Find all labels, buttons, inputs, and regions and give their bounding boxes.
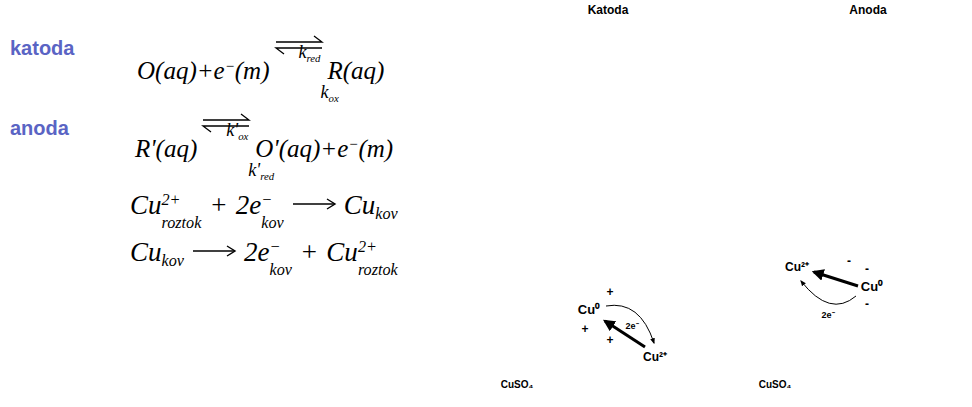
- formula-term: k: [321, 82, 329, 102]
- script-stack: kov: [162, 253, 184, 269]
- equation: R'(aq)k'oxk'redO'(aq)+e−(m): [135, 113, 393, 164]
- superscript: −: [225, 59, 235, 74]
- charge-sign: +: [606, 334, 613, 347]
- atom-label: Cu⁰: [861, 280, 883, 294]
- script-stack: − kov: [269, 239, 291, 279]
- superscript: 2+: [162, 192, 202, 208]
- beaker: CuSO₄AnodaCu⁰: [755, 103, 962, 395]
- electron-arrow: [801, 281, 856, 304]
- subscript: ox: [238, 131, 248, 142]
- electrode-title: Anoda: [849, 4, 886, 17]
- ion-arrow: [814, 272, 858, 286]
- subscript: red: [307, 53, 321, 64]
- formula-term: (m): [235, 57, 270, 84]
- equilibrium-arrow: k'oxk'red: [201, 113, 251, 133]
- script-stack: 2+ roztok: [162, 192, 202, 232]
- charge-sign: -: [865, 298, 869, 311]
- superscript: −: [261, 192, 283, 208]
- script-stack: − kov: [261, 192, 283, 232]
- subscript: roztok: [358, 262, 398, 278]
- electrode-bar: [853, 20, 883, 403]
- script-stack: ox: [329, 93, 339, 104]
- equation: Cukov2e−kov+Cu2+roztok: [130, 236, 398, 279]
- formula-term: 2e: [244, 237, 269, 267]
- ion-arrow: [605, 321, 645, 347]
- charge-sign: -: [847, 255, 851, 268]
- ion-label: Cu²⁺: [643, 351, 667, 364]
- formula-term: Cu: [130, 237, 162, 267]
- script-stack: −: [225, 59, 235, 74]
- subscript: kov: [269, 262, 291, 278]
- formula-term: Cu: [130, 190, 162, 220]
- equilibrium-arrow: kredkox: [274, 35, 324, 55]
- formula-term: k': [226, 120, 238, 140]
- script-stack: kov: [375, 206, 397, 222]
- electrode-title: Katoda: [588, 4, 629, 17]
- rate-constant: kox: [321, 82, 339, 102]
- electron-label: 2e⁻: [821, 311, 834, 321]
- rate-constant: k'ox: [226, 120, 248, 140]
- anode-electrode: AnodaCu⁰: [853, 20, 883, 403]
- beaker-outline: [497, 103, 735, 395]
- script-stack: red: [307, 53, 321, 64]
- subscript: ox: [329, 93, 339, 104]
- superscript: −: [269, 239, 291, 255]
- formula-term: Cu: [344, 190, 376, 220]
- formula-term: k: [299, 42, 307, 62]
- rate-constant: kred: [299, 42, 321, 62]
- equation: Cu2+roztok+2e−kovCukov: [130, 189, 398, 232]
- electrode-name: anoda: [10, 117, 69, 139]
- formula-term: O(aq)+e: [137, 57, 225, 84]
- electrolyte-label: CuSO₄: [759, 379, 792, 390]
- formula-term: R'(aq): [135, 135, 197, 162]
- script-stack: 2+ roztok: [358, 239, 398, 279]
- formula-term: (m): [358, 135, 393, 162]
- equation: O(aq)+e−(m)kredkoxR(aq): [137, 35, 384, 86]
- formula-term: +: [300, 237, 318, 267]
- charge-sign: -: [865, 263, 869, 276]
- script-stack: −: [348, 137, 358, 152]
- formula-term: +: [209, 190, 227, 220]
- atom-label: Cu⁰: [578, 303, 600, 317]
- formula-term: O'(aq)+e: [255, 135, 348, 162]
- charge-sign: +: [606, 286, 613, 299]
- subscript: kov: [261, 215, 283, 231]
- formula-term: Cu: [326, 237, 358, 267]
- electrolyte-label: CuSO₄: [501, 379, 534, 390]
- superscript: −: [348, 137, 358, 152]
- beaker-outline: [755, 103, 962, 395]
- script-stack: ox: [238, 131, 248, 142]
- beaker: CuSO₄KatodaCu⁰: [497, 103, 735, 395]
- electrode-name: katoda: [10, 37, 74, 59]
- charge-sign: +: [581, 323, 588, 336]
- superscript: 2+: [358, 239, 398, 255]
- subscript: kov: [162, 253, 184, 269]
- reaction-arrow: [192, 243, 236, 259]
- formula-term: 2e: [236, 190, 261, 220]
- formula-term: R(aq): [328, 57, 385, 84]
- subscript: roztok: [162, 215, 202, 231]
- subscript: red: [260, 171, 274, 182]
- ion-label: Cu²⁺: [785, 261, 809, 274]
- electron-label: 2e⁻: [625, 322, 638, 332]
- reaction-arrow: [292, 196, 336, 212]
- formula-term: k': [248, 160, 260, 180]
- rate-constant: k'red: [248, 160, 274, 180]
- subscript: kov: [375, 206, 397, 222]
- script-stack: red: [260, 171, 274, 182]
